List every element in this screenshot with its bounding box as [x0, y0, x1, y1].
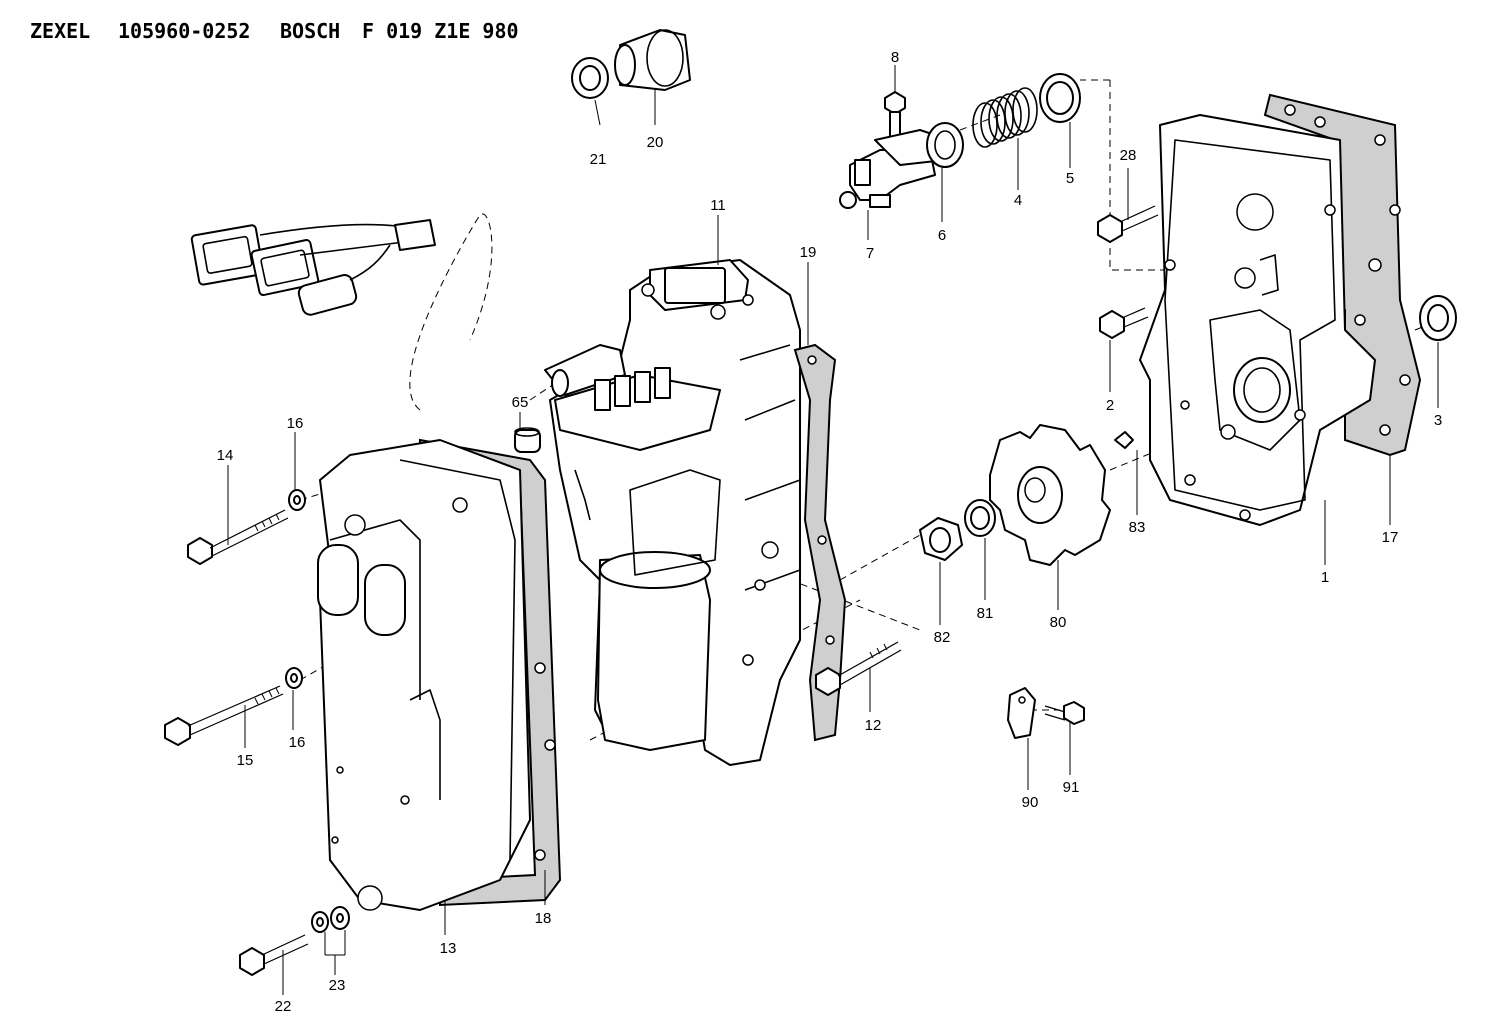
callout-80: 80: [1050, 614, 1067, 631]
washer-16-upper: [288, 489, 306, 511]
bolt-22: [239, 934, 309, 976]
brand-zexel: ZEXEL: [30, 19, 90, 43]
callout-20: 20: [647, 134, 664, 151]
actuator-housing: [544, 259, 801, 766]
key-83: [1114, 431, 1134, 449]
bosch-part-number: F 019 Z1E 980: [362, 19, 519, 43]
callout-18: 18: [535, 910, 552, 927]
seal-5: [1039, 73, 1081, 123]
callout-8: 8: [891, 49, 899, 66]
washer-81: [964, 499, 996, 537]
callout-23: 23: [329, 977, 346, 994]
callout-91: 91: [1063, 779, 1080, 796]
brand-bosch: BOSCH: [280, 19, 340, 43]
cover-assembly: [317, 438, 562, 911]
callout-16-upper: 16: [287, 415, 304, 432]
bolt-8: [884, 91, 906, 138]
callout-2: 2: [1106, 397, 1114, 414]
connector-harness: [190, 219, 436, 316]
callout-21: 21: [590, 151, 607, 168]
callout-1: 1: [1321, 569, 1329, 586]
callout-labels: 8 11 19 7 6 4 5 20 21 28 2 3 17 1 83 80 …: [217, 49, 1443, 1015]
clamp-90: [1007, 687, 1036, 739]
callout-7: 7: [866, 245, 874, 262]
bolt-14: [187, 509, 289, 565]
seal-3: [1419, 295, 1457, 341]
zexel-part-number: 105960-0252: [118, 19, 250, 43]
bolt-12: [815, 641, 902, 696]
spacer-65: [514, 427, 541, 453]
rotor-80: [989, 424, 1111, 566]
callout-3: 3: [1434, 412, 1442, 429]
gasket-19: [793, 343, 847, 742]
nut-82: [919, 517, 963, 561]
leader-lines: [227, 65, 1439, 995]
callout-28: 28: [1120, 147, 1137, 164]
bolt-28: [1097, 205, 1159, 243]
callout-19: 19: [800, 244, 817, 261]
callout-6: 6: [938, 227, 946, 244]
callout-65: 65: [512, 394, 529, 411]
callout-5: 5: [1066, 170, 1074, 187]
header: ZEXEL 105960-0252 BOSCH F 019 Z1E 980: [30, 19, 519, 43]
callout-4: 4: [1014, 192, 1022, 209]
callout-15: 15: [237, 752, 254, 769]
callout-22: 22: [275, 998, 292, 1015]
callout-82: 82: [934, 629, 951, 646]
callout-11: 11: [710, 197, 726, 214]
plug-and-seal-ring: [571, 29, 691, 126]
callout-83: 83: [1129, 519, 1146, 536]
callout-12: 12: [865, 717, 882, 734]
spring-4: [972, 87, 1038, 148]
bolt-2: [1099, 307, 1149, 339]
washer-16-lower: [285, 667, 303, 689]
callout-13: 13: [440, 940, 457, 957]
pump-housing-1: [1139, 114, 1376, 526]
bolt-15: [164, 685, 284, 746]
callout-90: 90: [1022, 794, 1039, 811]
callout-81: 81: [977, 605, 994, 622]
callout-16-lower: 16: [289, 734, 306, 751]
screw-91: [1044, 701, 1085, 725]
washers-23: [311, 906, 350, 933]
callout-14: 14: [217, 447, 234, 464]
disc-6: [926, 122, 964, 168]
callout-17: 17: [1382, 529, 1399, 546]
